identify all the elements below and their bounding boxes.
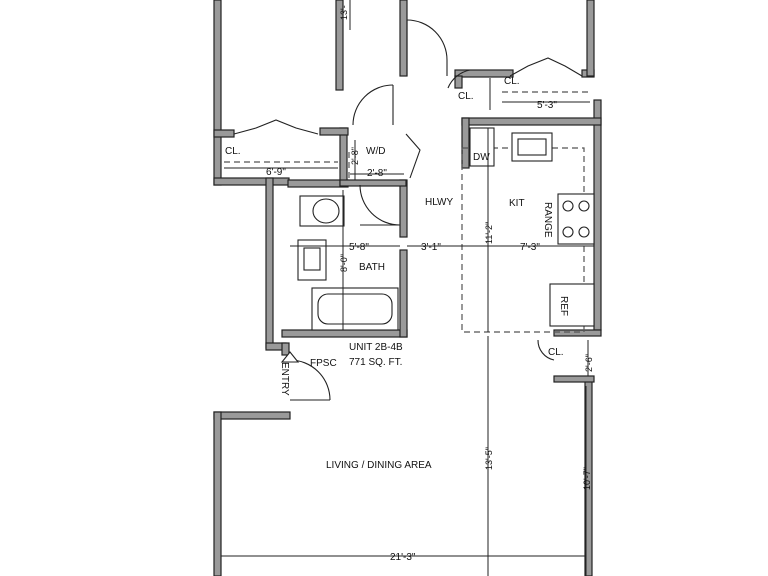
dim-living-right-height: 10'-7": [582, 467, 592, 490]
dim-hall-width: 3'-1": [421, 242, 441, 253]
fixtures: [280, 127, 595, 363]
dim-wd-width: 2'-8": [367, 168, 387, 179]
label-fpsc: FPSC: [310, 358, 337, 369]
dim-closet-living-depth: 2'-6": [584, 354, 594, 372]
label-closet-top-1: CL.: [458, 91, 474, 102]
dim-bath-width: 5'-8": [349, 242, 369, 253]
label-kitchen: KIT: [509, 198, 525, 209]
dim-bedroom-top-height: 13'-: [339, 5, 349, 20]
label-closet-left: CL.: [225, 146, 241, 157]
room-labels: HLWY KIT BATH W/D LIVING / DINING AREA C…: [225, 76, 569, 471]
dimension-labels: 6'-9" 5'-3" 2'-8" 5'-8" 3'-1" 7'-3" 21'-…: [266, 5, 594, 563]
dim-kitchen-height: 11'-2": [484, 222, 494, 244]
dim-kitchen-width: 7'-3": [520, 242, 540, 253]
dim-living-width: 21'-3": [390, 552, 416, 563]
dim-closet-left-width: 6'-9": [266, 167, 286, 178]
dim-closet-top-width: 5'-3": [537, 100, 557, 111]
label-bath: BATH: [359, 262, 385, 273]
label-range: RANGE: [542, 202, 553, 238]
label-closet-living: CL.: [548, 347, 564, 358]
label-refrigerator: REF: [558, 296, 569, 316]
label-entry: ENTRY: [279, 362, 290, 396]
label-dishwasher: DW: [473, 152, 490, 163]
label-washer-dryer: W/D: [366, 146, 385, 157]
dim-living-height: 13'-5": [484, 447, 494, 470]
unit-area: 771 SQ. FT.: [349, 357, 402, 368]
dim-bath-height: 8'-0": [339, 254, 349, 272]
walls: [213, 0, 602, 576]
dimension-lines: [221, 0, 594, 576]
dim-wd-depth: 2'-8": [350, 147, 360, 165]
label-hallway: HLWY: [425, 197, 453, 208]
closet-doors: [233, 57, 583, 179]
unit-name: UNIT 2B-4B: [349, 342, 403, 353]
label-closet-top-2: CL.: [504, 76, 520, 87]
label-living-dining: LIVING / DINING AREA: [326, 460, 432, 471]
